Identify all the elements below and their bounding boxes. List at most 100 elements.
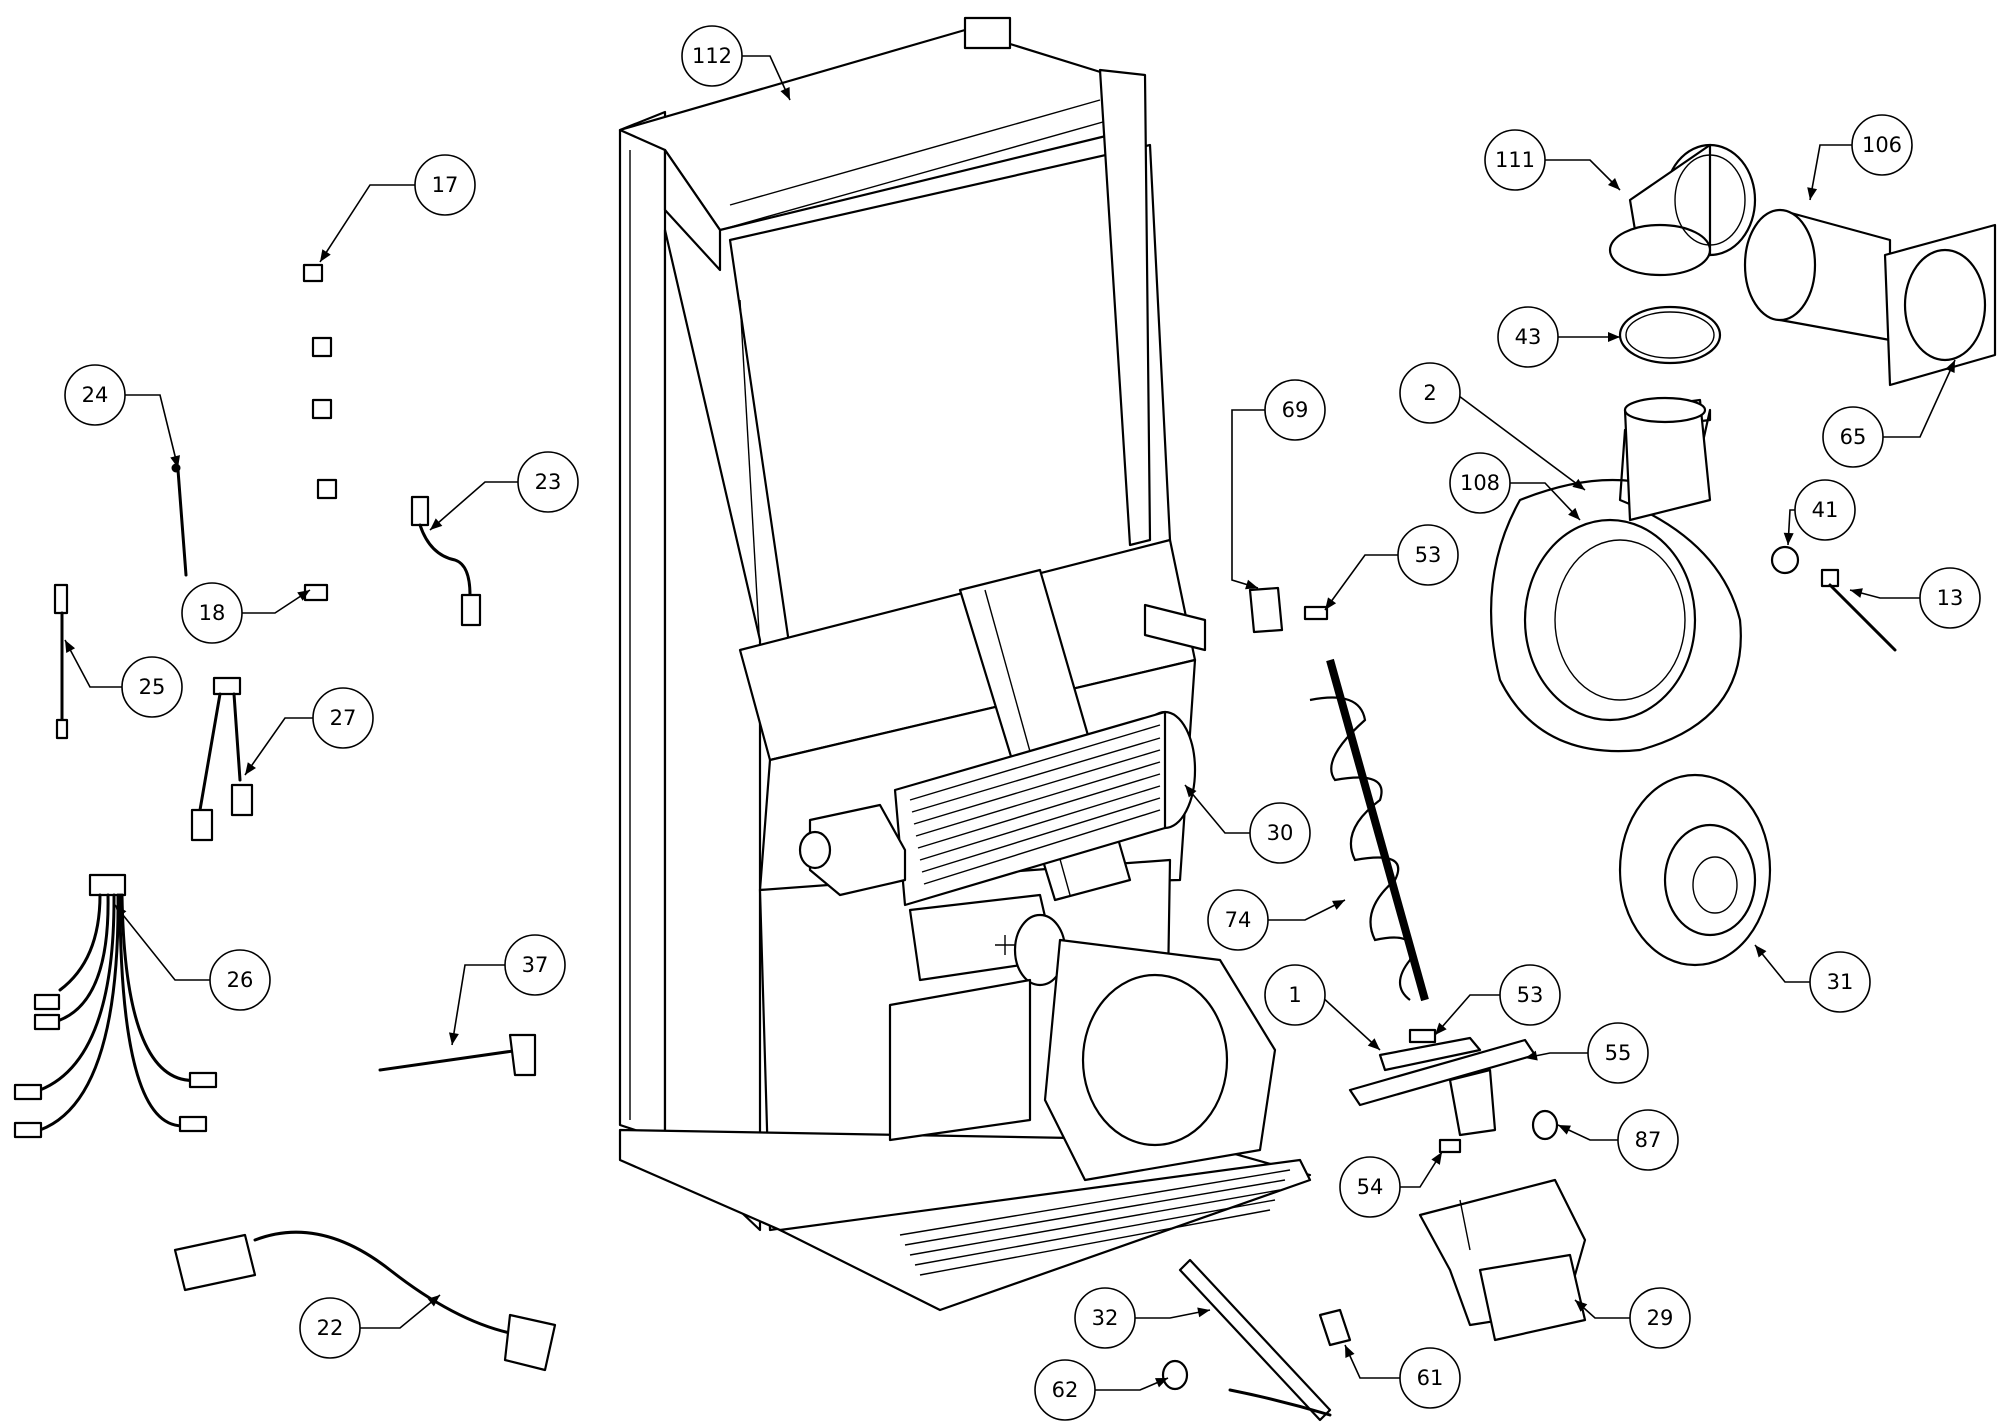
callout-number: 2 xyxy=(1423,381,1436,405)
callout-53: 53 xyxy=(1434,964,1561,1036)
callout-circle xyxy=(681,25,743,87)
callout-leader-line xyxy=(737,55,791,101)
power-cord xyxy=(173,1230,557,1372)
callout-arrowhead xyxy=(1197,1307,1210,1318)
callout-leader-line xyxy=(1809,144,1857,201)
callout-circle xyxy=(1399,1347,1461,1409)
callout-circle xyxy=(517,451,579,513)
ignition-rod xyxy=(378,1033,537,1077)
callout-circle xyxy=(1034,1359,1096,1421)
connector-cable xyxy=(410,495,482,627)
callout-circle xyxy=(1264,964,1326,1026)
callout-arrowhead xyxy=(65,640,76,653)
dual-wire-harness xyxy=(190,676,254,842)
callout-25: 25 xyxy=(64,639,183,718)
callout-74: 74 xyxy=(1207,889,1346,951)
callout-circle xyxy=(209,949,271,1011)
callout-1: 1 xyxy=(1264,964,1381,1051)
callout-number: 53 xyxy=(1517,983,1544,1007)
callout-number: 69 xyxy=(1282,398,1309,422)
callout-number: 22 xyxy=(317,1316,344,1340)
callout-number: 32 xyxy=(1092,1306,1119,1330)
clip-53-lower xyxy=(1408,1028,1437,1044)
callout-circle xyxy=(1794,479,1856,541)
callout-number: 41 xyxy=(1812,498,1839,522)
callout-arrowhead xyxy=(1435,1022,1447,1035)
callout-number: 43 xyxy=(1515,325,1542,349)
callout-arrowhead xyxy=(1325,597,1337,610)
callout-69: 69 xyxy=(1231,379,1326,590)
callout-number: 106 xyxy=(1862,133,1902,157)
callout-106: 106 xyxy=(1807,114,1913,201)
callout-circle xyxy=(1617,1109,1679,1171)
callout-number: 112 xyxy=(692,44,732,68)
callout-leader-line xyxy=(429,481,523,531)
blower-tube xyxy=(908,893,1067,987)
callout-leader-line xyxy=(319,184,420,263)
feed-auger xyxy=(1309,658,1429,1002)
flue-elbow xyxy=(1608,143,1757,277)
callout-31: 31 xyxy=(1754,944,1871,1013)
tangential-fan xyxy=(798,710,1197,907)
callout-number: 23 xyxy=(535,470,562,494)
exhaust-fan-housing xyxy=(1489,396,1742,753)
callout-number: 25 xyxy=(139,675,166,699)
bracket xyxy=(1248,586,1284,634)
callout-arrowhead xyxy=(1431,1152,1442,1165)
callout-number: 1 xyxy=(1288,983,1301,1007)
callout-layer: 1213171822232425262729303132374143535354… xyxy=(64,25,1981,1421)
callout-arrowhead xyxy=(1185,785,1197,798)
callout-leader-line xyxy=(1454,392,1586,491)
callout-circle xyxy=(1919,567,1981,629)
callout-arrowhead xyxy=(1607,177,1620,190)
callout-number: 108 xyxy=(1460,471,1500,495)
callout-number: 65 xyxy=(1840,425,1867,449)
callout-13: 13 xyxy=(1849,567,1981,629)
callout-arrowhead xyxy=(297,590,310,601)
mount-plate xyxy=(1448,1068,1497,1137)
callout-55: 55 xyxy=(1524,1022,1649,1084)
callout-arrowhead xyxy=(1245,579,1258,590)
callout-2: 2 xyxy=(1399,362,1586,491)
callout-circle xyxy=(1809,951,1871,1013)
callout-circle xyxy=(181,582,243,644)
callout-circle xyxy=(1587,1022,1649,1084)
callout-arrowhead xyxy=(320,249,331,262)
sensor-disc xyxy=(1770,545,1800,575)
callout-circle xyxy=(1397,524,1459,586)
callout-29: 29 xyxy=(1574,1287,1691,1349)
callout-number: 17 xyxy=(432,173,459,197)
callout-108: 108 xyxy=(1449,452,1581,521)
callout-leader-line xyxy=(1878,359,1956,438)
callout-leader-line xyxy=(1434,994,1505,1036)
callout-leader-line xyxy=(237,589,311,614)
callout-53: 53 xyxy=(1324,524,1459,611)
callout-leader-line xyxy=(1231,409,1270,589)
callout-41: 41 xyxy=(1783,479,1856,546)
auger-motor xyxy=(1418,1178,1587,1342)
callout-leader-line xyxy=(355,1294,441,1329)
callout-arrowhead xyxy=(1575,1300,1588,1312)
cap-62 xyxy=(1161,1359,1189,1391)
callout-arrowhead xyxy=(1755,945,1767,958)
callout-leader-line xyxy=(1324,554,1403,611)
callout-number: 74 xyxy=(1225,908,1252,932)
callout-54: 54 xyxy=(1339,1151,1443,1218)
callout-62: 62 xyxy=(1034,1359,1169,1421)
callout-112: 112 xyxy=(681,25,791,101)
callout-number: 27 xyxy=(330,706,357,730)
callout-number: 13 xyxy=(1937,586,1964,610)
callout-arrowhead xyxy=(1608,332,1620,342)
callout-arrowhead xyxy=(1945,360,1955,373)
callout-arrowhead xyxy=(1155,1378,1168,1388)
flue-plate xyxy=(1883,223,1997,387)
callout-111: 111 xyxy=(1484,129,1621,191)
callout-leader-line xyxy=(451,964,510,1046)
callout-circle xyxy=(1399,362,1461,424)
callout-number: 62 xyxy=(1052,1378,1079,1402)
callout-arrowhead xyxy=(245,762,256,775)
callout-circle xyxy=(1074,1287,1136,1349)
callout-30: 30 xyxy=(1184,784,1311,864)
callout-number: 26 xyxy=(227,968,254,992)
